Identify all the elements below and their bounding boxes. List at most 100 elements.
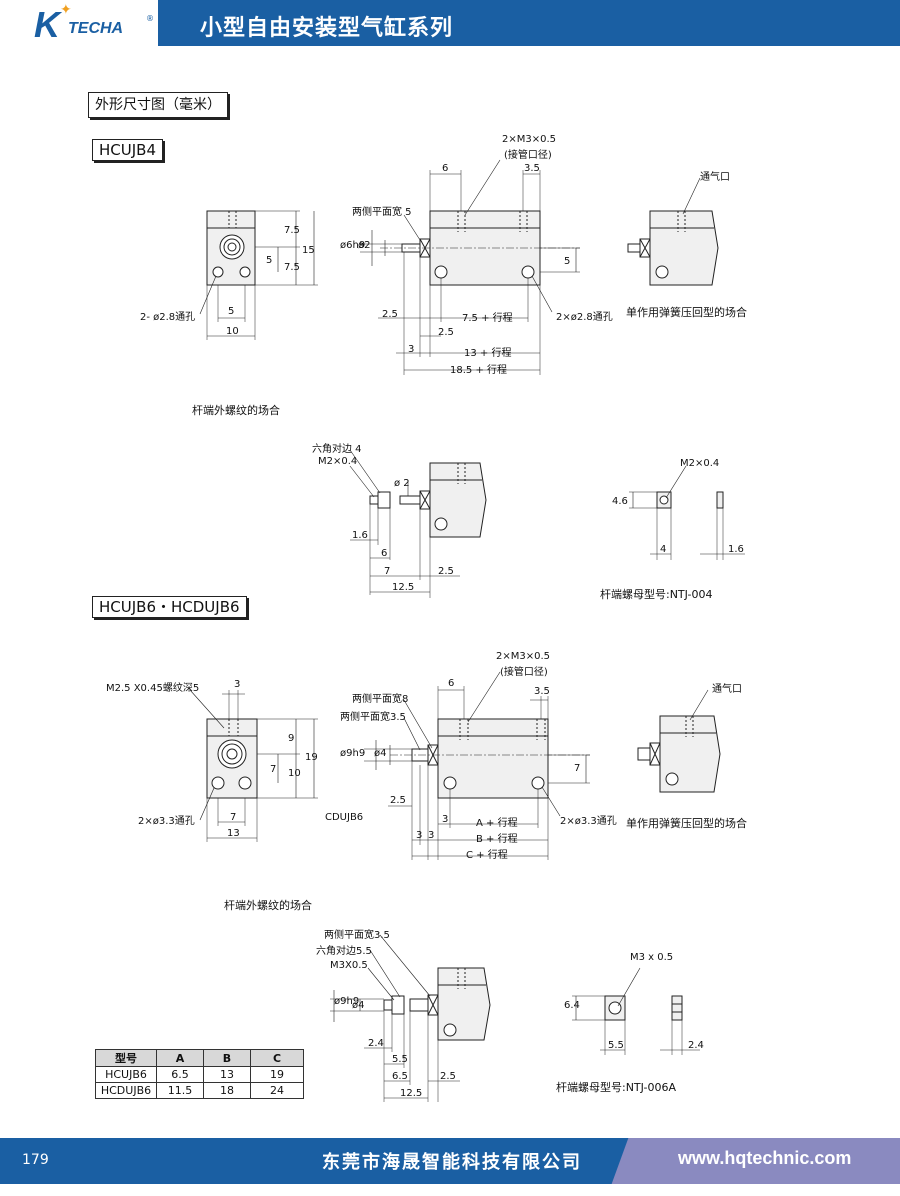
hcujb6-ext-flat: 两侧平面宽3.5	[324, 930, 390, 941]
hcujb4-ext-d16: 1.6	[352, 530, 368, 541]
table-row: HCUJB6 6.5 13 19	[95, 1066, 304, 1083]
logo-reg: ®	[146, 14, 154, 23]
hcujb4-side-d25b: 2.5	[438, 327, 454, 338]
hcujb6-side-c: C + 行程	[466, 850, 508, 861]
hcujb6-side-d25: 2.5	[390, 795, 406, 806]
hcujb6-spring-view	[637, 689, 721, 793]
hcujb6-side-rod2: ø4	[374, 748, 387, 759]
hcujb4-front-hole: 2- ø2.8通孔	[140, 312, 196, 323]
logo-text: TECHA	[68, 20, 124, 37]
hcujb6-side-flat35: 两侧平面宽3.5	[340, 712, 406, 723]
hcujb6-front-d13: 13	[227, 828, 240, 839]
hcujb6-side-port: 2×M3×0.5	[496, 651, 551, 662]
hcujb6-nut-thread: M3 x 0.5	[630, 952, 674, 963]
hcujb4-nut-d4: 4	[660, 544, 667, 555]
hcujb6-ext-d65: 6.5	[392, 1071, 408, 1082]
hcujb4-front-d75b: 7.5	[284, 262, 300, 273]
logo-letter: K	[34, 4, 60, 45]
hcujb6-front-d7-bottom: 7	[230, 812, 237, 823]
hcujb6-ext-hex: 六角对边5.5	[316, 946, 372, 957]
hcujb6-nut-d24: 2.4	[688, 1040, 704, 1051]
table-cell: 11.5	[156, 1082, 204, 1099]
hcujb4-side-d75s: 7.5 + 行程	[462, 313, 513, 324]
table-header: A	[156, 1049, 204, 1067]
hcujb4-front-d5a: 5	[266, 255, 273, 266]
table-header-row: 型号 A B C	[95, 1049, 304, 1067]
hcujb6-front-d9: 9	[288, 733, 295, 744]
hcujb4-side-d3: 3	[408, 344, 415, 355]
hcujb4-side-d185s: 18.5 + 行程	[450, 365, 508, 376]
hcujb4-side-port-note: (接管口径)	[504, 150, 552, 161]
hcujb6-front-thread: M2.5 X0.45螺纹深5	[106, 683, 200, 694]
table-cell: 24	[250, 1082, 304, 1099]
table-cell: 19	[250, 1066, 304, 1083]
hcujb6-ext-thread-view	[330, 934, 491, 1102]
hcujb6-side-cdujb6: CDUJB6	[325, 812, 364, 823]
hcujb4-nut-label: 杆端螺母型号:NTJ-004	[600, 588, 713, 601]
hcujb6-ext-d125: 12.5	[400, 1088, 423, 1099]
table-header: C	[250, 1049, 304, 1067]
website-link[interactable]: www.hqtechnic.com	[678, 1148, 852, 1168]
hcujb6-ext-d24: 2.4	[368, 1038, 384, 1049]
hcujb4-nut-d16: 1.6	[728, 544, 744, 555]
model-title-hcujb6: HCUJB6・HCDUJB6	[92, 596, 247, 618]
hcujb4-side-d13s: 13 + 行程	[464, 348, 512, 359]
hcujb6-side-port-note: (接管口径)	[500, 667, 548, 678]
table-cell: 18	[203, 1082, 251, 1099]
table-header: 型号	[95, 1049, 157, 1067]
hcujb4-front-d10: 10	[226, 326, 239, 337]
hcujb4-ext-d7: 7	[384, 566, 391, 577]
hcujb4-side-d5: 5	[564, 256, 571, 267]
hcujb4-side-rod: ø6h9	[340, 240, 366, 251]
hcujb6-front-hole: 2×ø3.3通孔	[138, 816, 195, 827]
table-header: B	[203, 1049, 251, 1067]
table-row: HCDUJB6 11.5 18 24	[95, 1082, 304, 1099]
hcujb4-spring-view	[627, 177, 719, 286]
hcujb4-side-d6: 6	[442, 163, 449, 174]
hcujb4-nut-d46: 4.6	[612, 496, 628, 507]
hcujb6-nut-label: 杆端螺母型号:NTJ-006A	[556, 1081, 676, 1094]
hcujb6-side-b: B + 行程	[476, 834, 518, 845]
logo-star-icon: ✦	[60, 2, 72, 18]
hcujb4-ext-d125: 12.5	[392, 582, 415, 593]
hcujb6-nut-view	[572, 967, 700, 1055]
hcujb6-side-d3b: 3	[416, 830, 423, 841]
hcujb6-front-view	[189, 689, 318, 842]
hcujb6-spring-vent: 通气口	[712, 684, 742, 695]
hcujb6-front-d10: 10	[288, 768, 301, 779]
hcujb6-side-rod: ø9h9	[340, 748, 366, 759]
page-number: 179	[22, 1152, 49, 1168]
hcujb4-front-d15: 15	[302, 245, 315, 256]
hcujb4-nut-view	[629, 465, 745, 560]
hcujb6-nut-d64: 6.4	[564, 1000, 580, 1011]
footer-accent-right	[640, 1138, 900, 1184]
hcujb6-ext-d55: 5.5	[392, 1054, 408, 1065]
hcujb4-ext-thread-view	[349, 449, 487, 598]
hcujb4-side-d25a: 2.5	[382, 309, 398, 320]
hcujb6-side-d3: 3	[442, 814, 449, 825]
hcujb6-spring-label: 单作用弹簧压回型的场合	[626, 817, 747, 830]
hcujb6-side-flat8: 两侧平面宽8	[352, 694, 409, 705]
hcujb6-side-view	[364, 671, 590, 860]
hcujb6-side-d6: 6	[448, 678, 455, 689]
hcujb4-side-rod2: ø2	[358, 240, 371, 251]
hcujb4-front-d75a: 7.5	[284, 225, 300, 236]
hcujb4-spring-label: 单作用弹簧压回型的场合	[626, 306, 747, 319]
table-cell: HCUJB6	[95, 1066, 157, 1083]
hcujb4-side-view	[360, 159, 580, 375]
hcujb4-front-view	[199, 210, 318, 340]
hcujb6-side-a: A + 行程	[476, 818, 518, 829]
hcujb4-side-d35: 3.5	[524, 163, 540, 174]
hcujb6-ext-rod: ø9h9	[334, 996, 360, 1007]
hcujb4-nut-thread: M2×0.4	[680, 458, 720, 469]
hcujb6-front-d19: 19	[305, 752, 318, 763]
hcujb4-ext-hex: 六角对边 4	[312, 444, 362, 455]
hcujb6-ext-thread: M3X0.5	[330, 960, 368, 971]
hcujb4-side-flat: 两侧平面宽 5	[352, 207, 412, 218]
hcujb6-ext-title: 杆端外螺纹的场合	[224, 899, 312, 912]
hcujb4-side-hole: 2×ø2.8通孔	[556, 312, 613, 323]
hcujb6-side-d7: 7	[574, 763, 581, 774]
page-title: 小型自由安装型气缸系列	[200, 16, 454, 41]
hcujb6-ext-d25: 2.5	[440, 1071, 456, 1082]
